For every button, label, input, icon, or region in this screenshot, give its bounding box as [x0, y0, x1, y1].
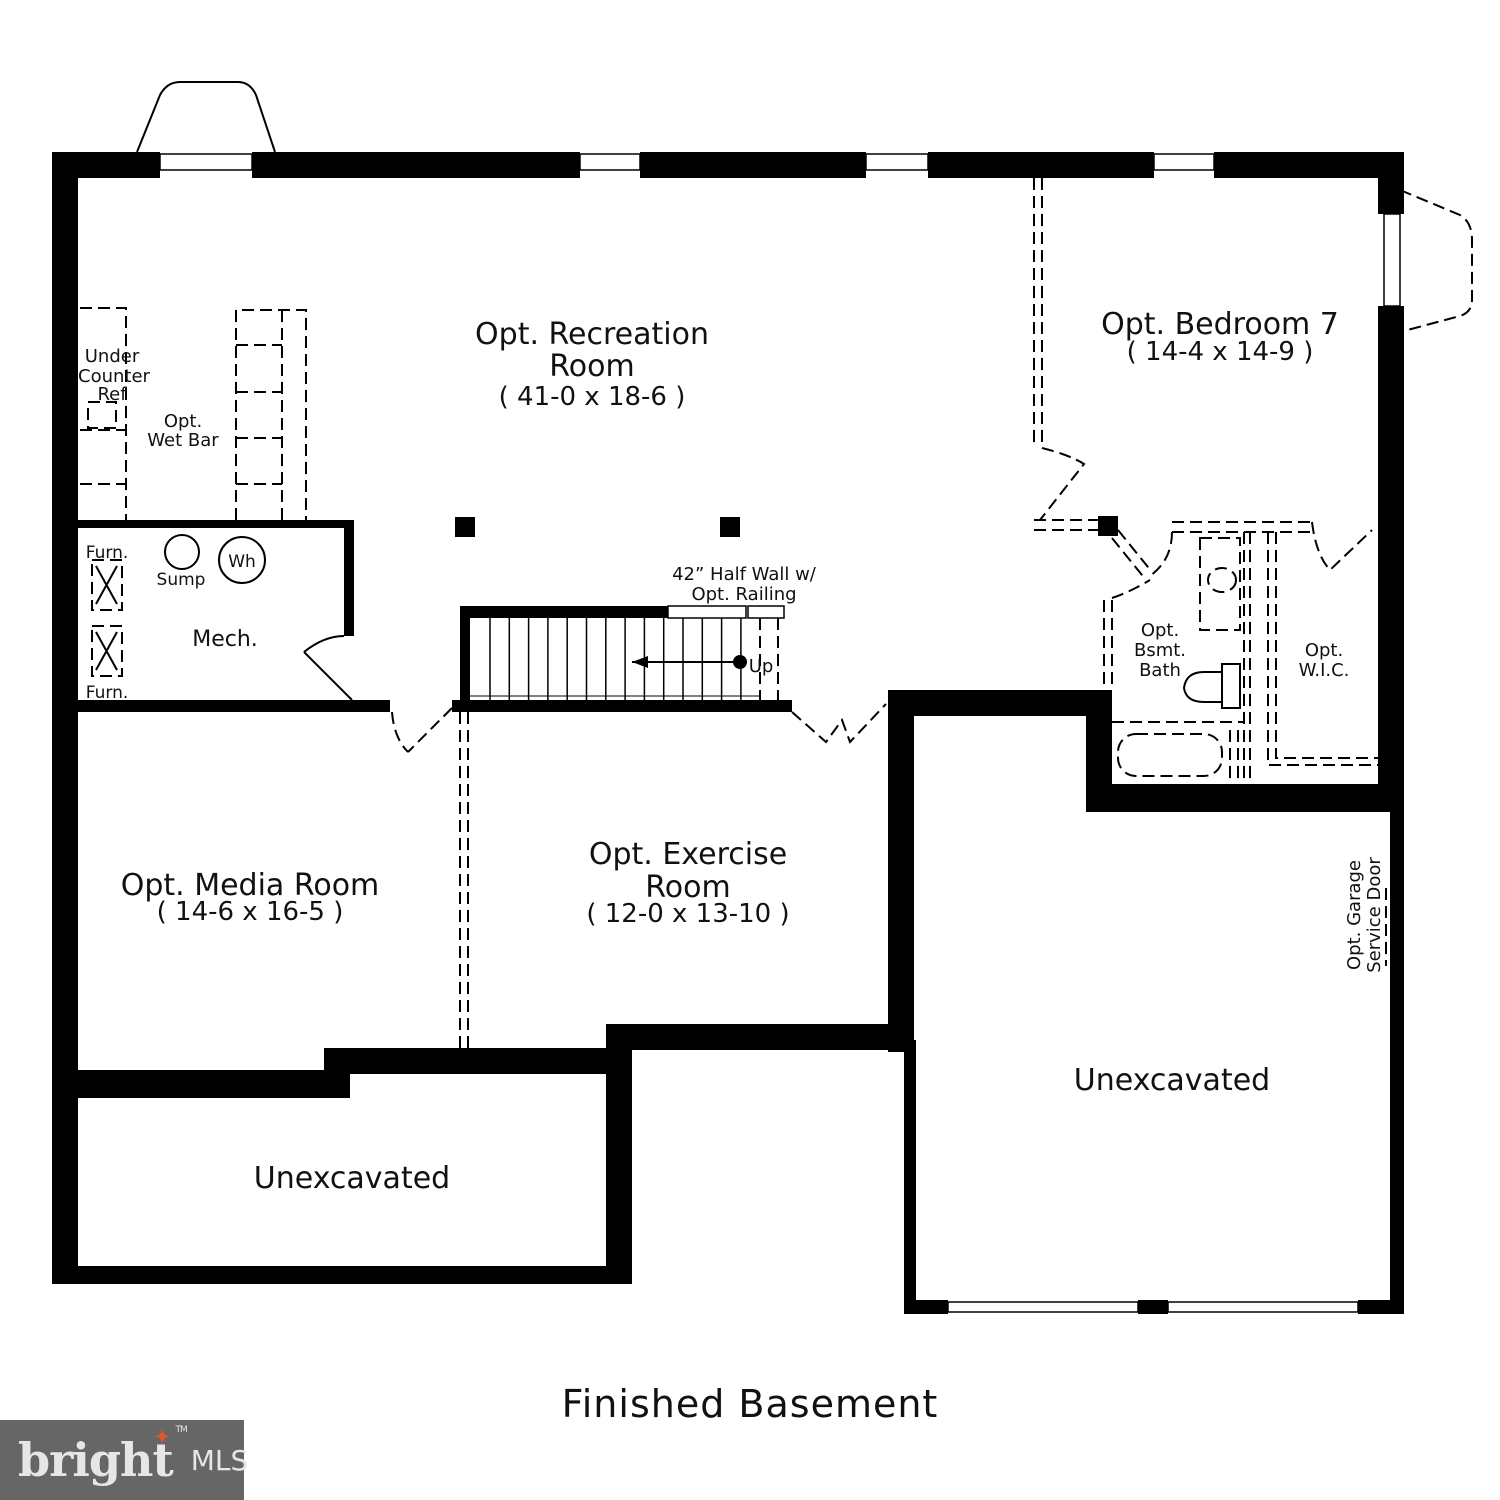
mech-equipment: [91, 534, 266, 677]
furnace-label-top: Furn.: [86, 543, 129, 563]
bedroom7-dims: ( 14-4 x 14-9 ): [1127, 337, 1314, 367]
exercise-room-name-2: Room: [645, 870, 730, 905]
exercise-room-dims: ( 12-0 x 13-10 ): [586, 899, 789, 929]
wet-bar-cabinets: [80, 307, 307, 520]
water-heater-label: Wh: [228, 552, 256, 572]
garage-door-label-2: Service Door: [1364, 857, 1385, 973]
mech-door: [303, 635, 353, 701]
ref-label-1: Under: [85, 346, 140, 367]
unexcavated-left-label: Unexcavated: [254, 1161, 450, 1196]
half-wall-label-2: Opt. Railing: [691, 584, 796, 605]
bay-window-top: [136, 81, 276, 153]
bath-label-3: Bath: [1139, 660, 1181, 681]
media-room-name: Opt. Media Room: [121, 868, 380, 903]
bath-label-1: Opt.: [1141, 620, 1179, 641]
column: [1098, 516, 1118, 536]
stairs-up-label: Up: [749, 656, 774, 677]
wet-bar-label-2: Wet Bar: [147, 430, 219, 451]
garage-door-label-1: Opt. Garage: [1344, 860, 1365, 970]
bath-label-2: Bsmt.: [1134, 640, 1186, 661]
recreation-room-name-2: Room: [549, 349, 634, 384]
bedroom7-name: Opt. Bedroom 7: [1101, 307, 1339, 342]
trademark-mark: TM: [175, 1425, 187, 1435]
ref-label-2: Counter: [78, 366, 151, 387]
spark-icon: ✦: [154, 1427, 170, 1448]
media-room-dims: ( 14-6 x 16-5 ): [157, 897, 344, 927]
mech-label: Mech.: [192, 627, 258, 652]
logo-mls-text: MLS: [190, 1443, 249, 1477]
column: [455, 517, 475, 537]
bright-mls-logo: bright✦ TM MLS: [0, 1420, 248, 1500]
plan-title: Finished Basement: [561, 1382, 939, 1426]
exercise-room-name-1: Opt. Exercise: [589, 837, 787, 872]
wic-label-1: Opt.: [1305, 640, 1343, 661]
bedroom-partitions: [1033, 178, 1378, 784]
ref-label-3: Ref: [97, 384, 127, 405]
exterior-walls: [52, 152, 1404, 1314]
exercise-dashed-wall: [459, 712, 469, 1048]
logo-brand-text: bright: [18, 1433, 174, 1487]
furnace-label-bottom: Furn.: [86, 683, 129, 703]
wet-bar-label-1: Opt.: [164, 411, 202, 432]
door-exercise: [791, 703, 887, 744]
recreation-room-dims: ( 41-0 x 18-6 ): [499, 382, 686, 412]
sump-label: Sump: [157, 570, 206, 590]
bay-window-right: [1399, 189, 1473, 333]
unexcavated-right-label: Unexcavated: [1074, 1063, 1270, 1098]
half-wall-label-1: 42” Half Wall w/: [672, 564, 817, 585]
wic-label-2: W.I.C.: [1299, 660, 1350, 681]
staircase[interactable]: [470, 605, 785, 700]
door-media: [391, 707, 453, 753]
recreation-room-name-1: Opt. Recreation: [475, 317, 709, 352]
column: [720, 517, 740, 537]
